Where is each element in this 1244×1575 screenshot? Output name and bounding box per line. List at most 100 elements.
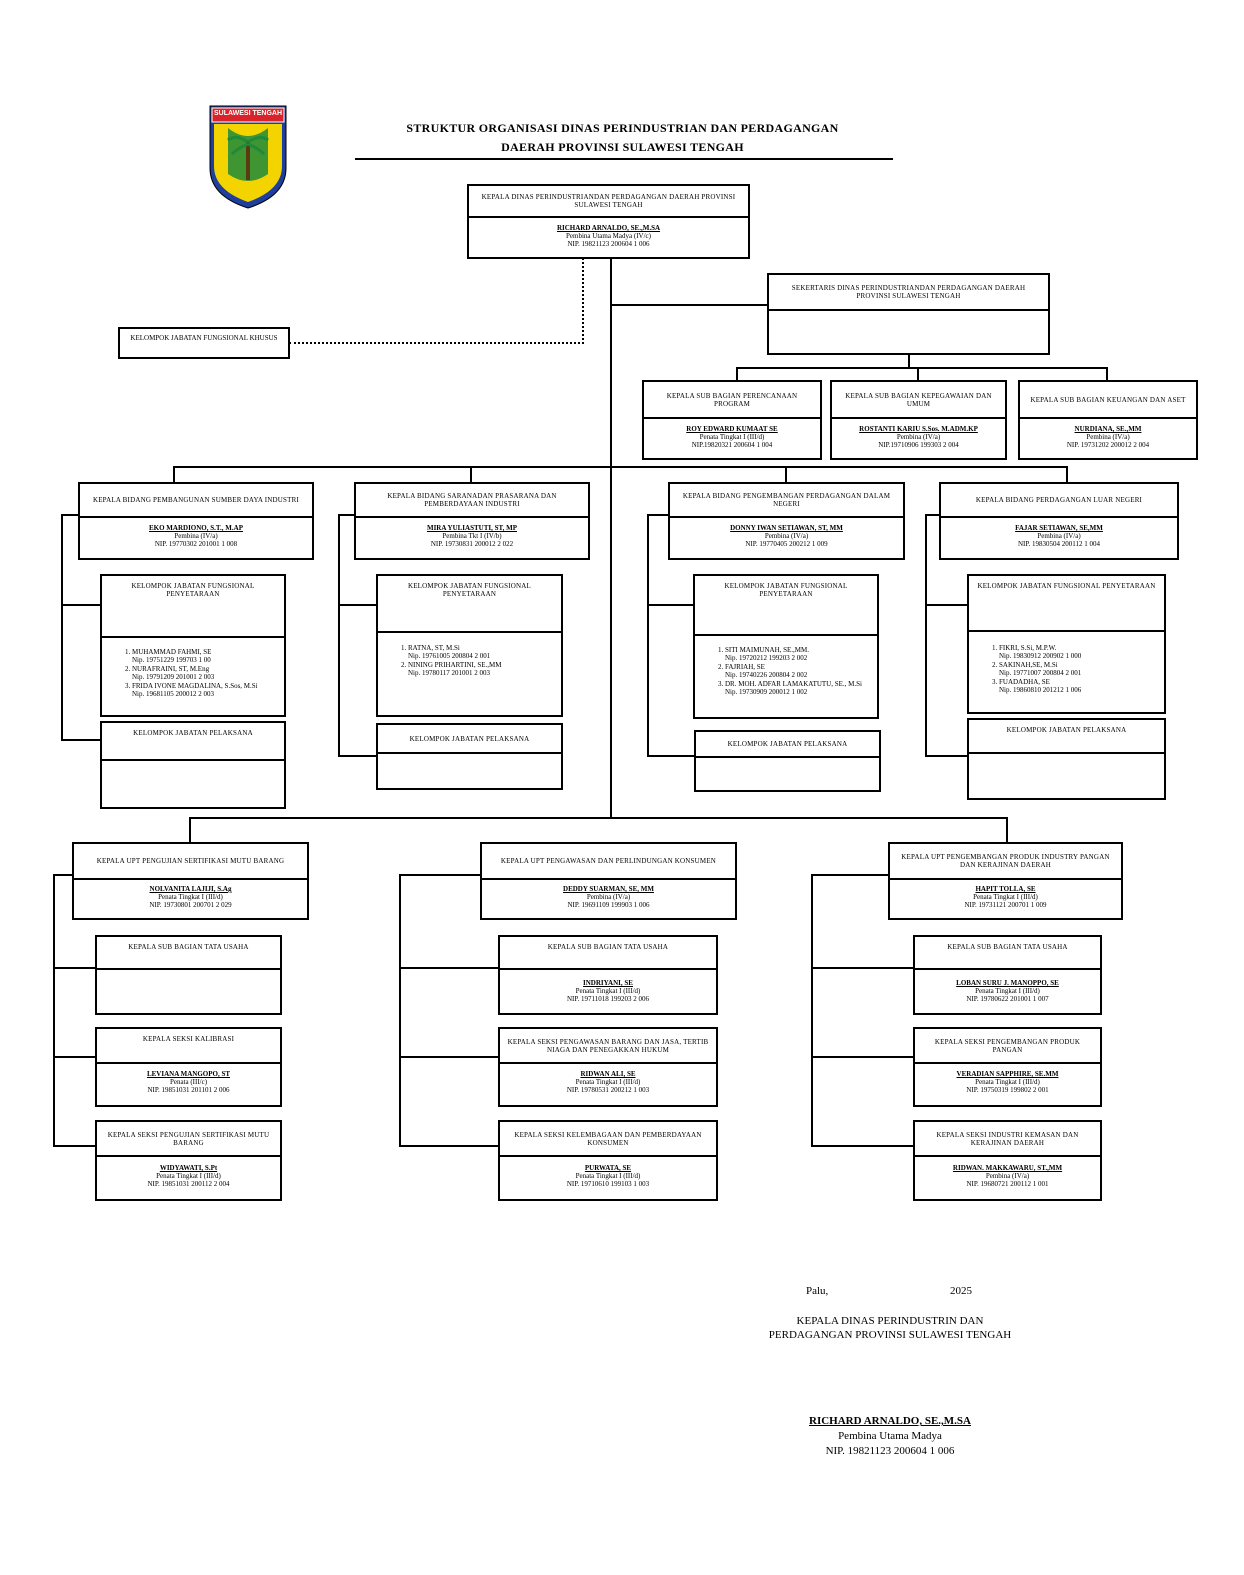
bidang-rank: Pembina (IV/a) bbox=[174, 532, 218, 540]
seksi-name: WIDYAWATI, S.Pt bbox=[159, 1164, 218, 1172]
sekretaris-box: SEKERTARIS DINAS PERINDUSTRIANDAN PERDAG… bbox=[767, 273, 1050, 355]
seksi-box: KEPALA SUB BAGIAN TATA USAHA LOBAN SURU … bbox=[913, 935, 1102, 1015]
bidang-nip: NIP. 19770302 201001 1 008 bbox=[154, 540, 238, 548]
upt-rank: Pembina (IV/a) bbox=[586, 893, 631, 901]
bidang-title: KEPALA BIDANG PENGEMBANGAN PERDAGANGAN D… bbox=[670, 484, 903, 518]
bidang-nip: NIP. 19830504 200112 1 004 bbox=[1018, 540, 1100, 548]
pelaksana-title: KELOMPOK JABATAN PELAKSANA bbox=[696, 732, 879, 758]
seksi-name: RIDWAN. MAKKAWARU, ST.,MM bbox=[952, 1164, 1063, 1172]
seksi-nip: NIP. 19710610 199103 1 003 bbox=[566, 1180, 650, 1188]
fungsional-title: KELOMPOK JABATAN FUNGSIONAL PENYETARAAN bbox=[102, 576, 284, 638]
kepala-dinas-title: KEPALA DINAS PERINDUSTRIANDAN PERDAGANGA… bbox=[469, 186, 748, 218]
shield-emblem-icon bbox=[209, 105, 287, 209]
seksi-box: KEPALA SEKSI KALIBRASI LEVIANA MANGOPO, … bbox=[95, 1027, 282, 1107]
bidang-name: EKO MARDIONO, S.T., M.AP bbox=[149, 524, 243, 532]
subbag-name: NURDIANA, SE.,MM bbox=[1074, 425, 1142, 433]
seksi-title: KEPALA SEKSI PENGAWASAN BARANG DAN JASA,… bbox=[500, 1029, 716, 1064]
bidang-name: MIRA YULIASTUTI, ST, MP bbox=[426, 524, 518, 532]
signature-nip: NIP. 19821123 200604 1 006 bbox=[825, 1445, 955, 1457]
title-underline bbox=[355, 158, 893, 160]
seksi-name: VERADIAN SAPPHIRE, SE.MM bbox=[956, 1070, 1059, 1078]
fungsional-box-4: KELOMPOK JABATAN FUNGSIONAL PENYETARAAN … bbox=[967, 574, 1166, 714]
kepala-dinas-name: RICHARD ARNALDO, SE.,M.SA bbox=[556, 224, 661, 232]
upt-title: KEPALA UPT PENGAWASAN DAN PERLINDUNGAN K… bbox=[482, 844, 735, 880]
upt-title: KEPALA UPT PENGUJIAN SERTIFIKASI MUTU BA… bbox=[74, 844, 307, 880]
member-nip: Nip. 19780117 201001 2 003 bbox=[408, 669, 490, 677]
bidang-nip: NIP. 19770405 200212 1 009 bbox=[745, 540, 828, 548]
upt-box-pengawasan: KEPALA UPT PENGAWASAN DAN PERLINDUNGAN K… bbox=[480, 842, 737, 920]
member-name: FUADADHA, SE bbox=[999, 678, 1050, 686]
member-nip: Nip. 19771007 200804 2 001 bbox=[999, 669, 1082, 677]
seksi-nip: NIP. 19711018 199203 2 006 bbox=[567, 995, 649, 1003]
subbag-name: ROSTANTI KARIU S.Sos. M.ADM.KP bbox=[859, 425, 978, 433]
member-nip: Nip. 19791209 201001 2 003 bbox=[132, 673, 215, 681]
subbag-nip: NIP.19710906 199303 2 004 bbox=[878, 441, 959, 449]
bidang-box-dalam-negeri: KEPALA BIDANG PENGEMBANGAN PERDAGANGAN D… bbox=[668, 482, 905, 560]
fungsional-title: KELOMPOK JABATAN FUNGSIONAL PENYETARAAN bbox=[969, 576, 1164, 632]
seksi-box: KEPALA SEKSI PENGEMBANGAN PRODUK PANGAN … bbox=[913, 1027, 1102, 1107]
pelaksana-box-2: KELOMPOK JABATAN PELAKSANA bbox=[376, 723, 563, 790]
bidang-box-sumber-daya: KEPALA BIDANG PEMBANGUNAN SUMBER DAYA IN… bbox=[78, 482, 314, 560]
upt-nip: NIP. 19691109 199903 1 006 bbox=[567, 901, 650, 909]
bidang-rank: Pembina (IV/a) bbox=[1037, 532, 1081, 540]
seksi-rank: Penata Tingkat I (III/d) bbox=[975, 1078, 1040, 1086]
kepala-dinas-box: KEPALA DINAS PERINDUSTRIANDAN PERDAGANGA… bbox=[467, 184, 750, 259]
fungsional-members: SITI MAIMUNAH, SE.,MM.Nip. 19720212 1992… bbox=[695, 646, 877, 697]
signature-rank: Pembina Utama Madya bbox=[838, 1430, 942, 1442]
subbag-rank: Pembina (IV/a) bbox=[896, 433, 941, 441]
fungsional-title: KELOMPOK JABATAN FUNGSIONAL PENYETARAAN bbox=[695, 576, 877, 636]
seksi-title: KEPALA SEKSI KALIBRASI bbox=[97, 1029, 280, 1064]
seksi-rank: Penata Tingkat I (III/d) bbox=[975, 987, 1040, 995]
fungsional-title: KELOMPOK JABATAN FUNGSIONAL PENYETARAAN bbox=[378, 576, 561, 633]
kepala-dinas-nip: NIP. 19821123 200604 1 006 bbox=[567, 240, 650, 248]
subbag-box-perencanaan: KEPALA SUB BAGIAN PERENCANAAN PROGRAM RO… bbox=[642, 380, 822, 460]
signature-year: 2025 bbox=[950, 1285, 972, 1297]
upt-title: KEPALA UPT PENGEMBANGAN PRODUK INDUSTRY … bbox=[890, 844, 1121, 880]
signature-place: Palu, bbox=[806, 1285, 829, 1297]
subbag-nip: NIP. 19731202 200012 2 004 bbox=[1066, 441, 1150, 449]
pelaksana-title: KELOMPOK JABATAN PELAKSANA bbox=[102, 723, 284, 761]
subbag-box-kepegawaian: KEPALA SUB BAGIAN KEPEGAWAIAN DAN UMUM R… bbox=[830, 380, 1007, 460]
subbag-name: ROY EDWARD KUMAAT SE bbox=[686, 425, 778, 433]
bidang-rank: Pembina (IV/a) bbox=[764, 532, 809, 540]
seksi-title: KEPALA SUB BAGIAN TATA USAHA bbox=[500, 937, 716, 970]
pelaksana-title: KELOMPOK JABATAN PELAKSANA bbox=[378, 725, 561, 754]
bidang-box-sarana: KEPALA BIDANG SARANADAN PRASARANA DAN PE… bbox=[354, 482, 590, 560]
upt-nip: NIP. 19731121 200701 1 009 bbox=[964, 901, 1047, 909]
bidang-name: DONNY IWAN SETIAWAN, ST, MM bbox=[730, 524, 843, 532]
kepala-dinas-rank: Pembina Utama Madya (IV/c) bbox=[566, 232, 651, 240]
fungsional-khusus-label: KELOMPOK JABATAN FUNGSIONAL KHUSUS bbox=[130, 334, 278, 342]
subbag-nip: NIP.19820321 200604 1 004 bbox=[691, 441, 773, 449]
bidang-title: KEPALA BIDANG PEMBANGUNAN SUMBER DAYA IN… bbox=[80, 484, 312, 518]
member-name: DR. MOH. ADFAR LAMAKATUTU, SE., M.Si bbox=[725, 680, 862, 688]
fungsional-khusus-box: KELOMPOK JABATAN FUNGSIONAL KHUSUS bbox=[118, 327, 290, 359]
bidang-title: KEPALA BIDANG PERDAGANGAN LUAR NEGERI bbox=[941, 484, 1177, 518]
member-name: MUHAMMAD FAHMI, SE bbox=[132, 648, 212, 656]
member-nip: Nip. 19730909 200012 1 002 bbox=[725, 688, 808, 696]
member-nip: Nip. 19761005 200804 2 001 bbox=[408, 652, 491, 660]
seksi-box: KEPALA SEKSI KELEMBAGAAN DAN PEMBERDAYAA… bbox=[498, 1120, 718, 1201]
fungsional-box-1: KELOMPOK JABATAN FUNGSIONAL PENYETARAAN … bbox=[100, 574, 286, 717]
member-nip: Nip. 19830912 200902 1 000 bbox=[999, 652, 1082, 660]
member-name: NINING PRIHARTINI, SE.,MM bbox=[408, 661, 502, 669]
subbag-rank: Pembina (IV/a) bbox=[1086, 433, 1130, 441]
page-title: STRUKTUR ORGANISASI DINAS PERINDUSTRIAN … bbox=[406, 121, 839, 135]
province-logo: SULAWESI TENGAH bbox=[208, 104, 288, 210]
seksi-name: INDRIYANI, SE bbox=[583, 979, 633, 987]
seksi-rank: Pembina (IV/a) bbox=[985, 1172, 1030, 1180]
seksi-title: KEPALA SEKSI PENGUJIAN SERTIFIKASI MUTU … bbox=[97, 1122, 280, 1157]
seksi-box: KEPALA SUB BAGIAN TATA USAHA bbox=[95, 935, 282, 1015]
member-name: NURAFRAINI, ST, M.Eng bbox=[132, 665, 210, 673]
seksi-box: KEPALA SUB BAGIAN TATA USAHA INDRIYANI, … bbox=[498, 935, 718, 1015]
seksi-nip: NIP. 19680721 200112 1 001 bbox=[966, 1180, 1049, 1188]
upt-name: NOLVANITA LAJIJI, S.Ag bbox=[149, 885, 232, 893]
bidang-rank: Pembina Tkt I (IV/b) bbox=[442, 532, 502, 540]
logo-banner-text: SULAWESI TENGAH bbox=[213, 110, 283, 117]
member-name: FAJRIAH, SE bbox=[725, 663, 765, 671]
seksi-rank: Penata Tingkat I (III/d) bbox=[575, 1172, 641, 1180]
page-subtitle: DAERAH PROVINSI SULAWESI TENGAH bbox=[501, 140, 744, 154]
bidang-name: FAJAR SETIAWAN, SE,MM bbox=[1015, 524, 1103, 532]
seksi-nip: NIP. 19851031 200112 2 004 bbox=[147, 1180, 230, 1188]
seksi-rank: Penata (III/c) bbox=[169, 1078, 208, 1086]
